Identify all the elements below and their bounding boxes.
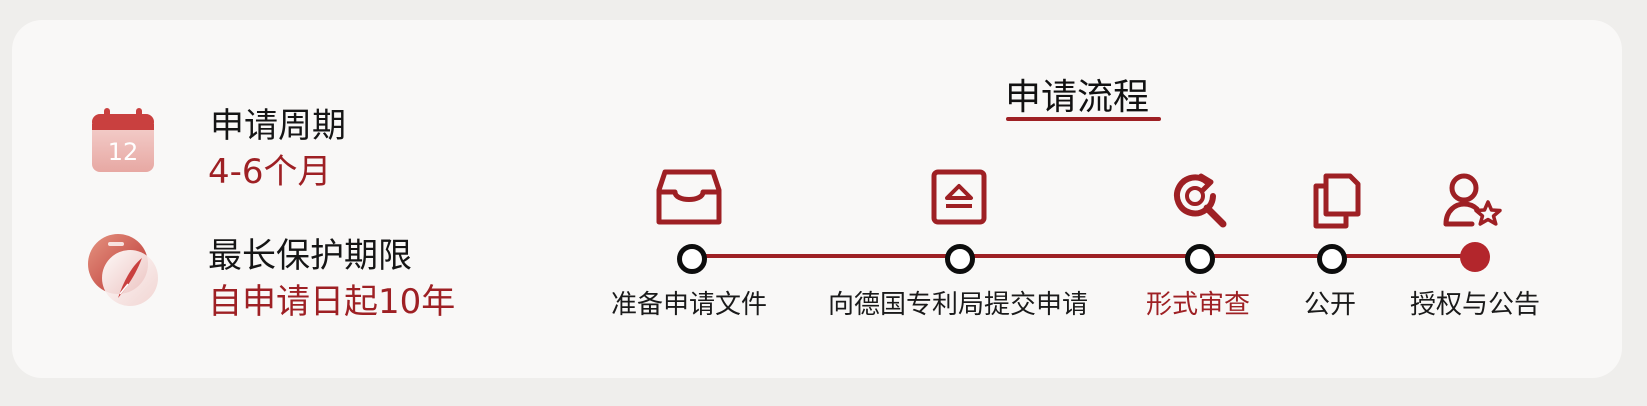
step-label-5: 授权与公告 bbox=[1409, 290, 1541, 320]
period-value: 4-6个月 bbox=[208, 152, 332, 192]
svg-text:12: 12 bbox=[108, 138, 139, 166]
timeline-line bbox=[690, 254, 1472, 258]
protection-title: 最长保护期限 bbox=[208, 236, 412, 276]
user-star-icon bbox=[1442, 172, 1504, 234]
step-label-2: 向德国专利局提交申请 bbox=[827, 290, 1089, 320]
timeline-node-5 bbox=[1460, 242, 1490, 272]
copy-documents-icon bbox=[1310, 172, 1362, 234]
timeline-node-1 bbox=[677, 244, 707, 274]
upload-document-icon bbox=[930, 168, 988, 230]
info-card: 12 申请周期 4-6个月 最长保护期限 自申请日起10年 bbox=[12, 20, 1622, 378]
inbox-tray-icon bbox=[655, 168, 723, 232]
quill-seal-icon bbox=[84, 230, 164, 316]
refresh-search-icon bbox=[1173, 170, 1229, 232]
process-title: 申请流程 bbox=[1005, 77, 1150, 118]
calendar-icon: 12 bbox=[86, 106, 162, 182]
timeline-node-3 bbox=[1185, 244, 1215, 274]
process-title-underline bbox=[1006, 117, 1161, 121]
step-label-4: 公开 bbox=[1303, 290, 1357, 320]
period-title: 申请周期 bbox=[210, 106, 346, 146]
timeline-node-2 bbox=[945, 244, 975, 274]
step-label-3: 形式审查 bbox=[1145, 290, 1251, 320]
protection-value: 自申请日起10年 bbox=[208, 282, 456, 322]
timeline-node-4 bbox=[1317, 244, 1347, 274]
step-label-1: 准备申请文件 bbox=[610, 290, 768, 320]
